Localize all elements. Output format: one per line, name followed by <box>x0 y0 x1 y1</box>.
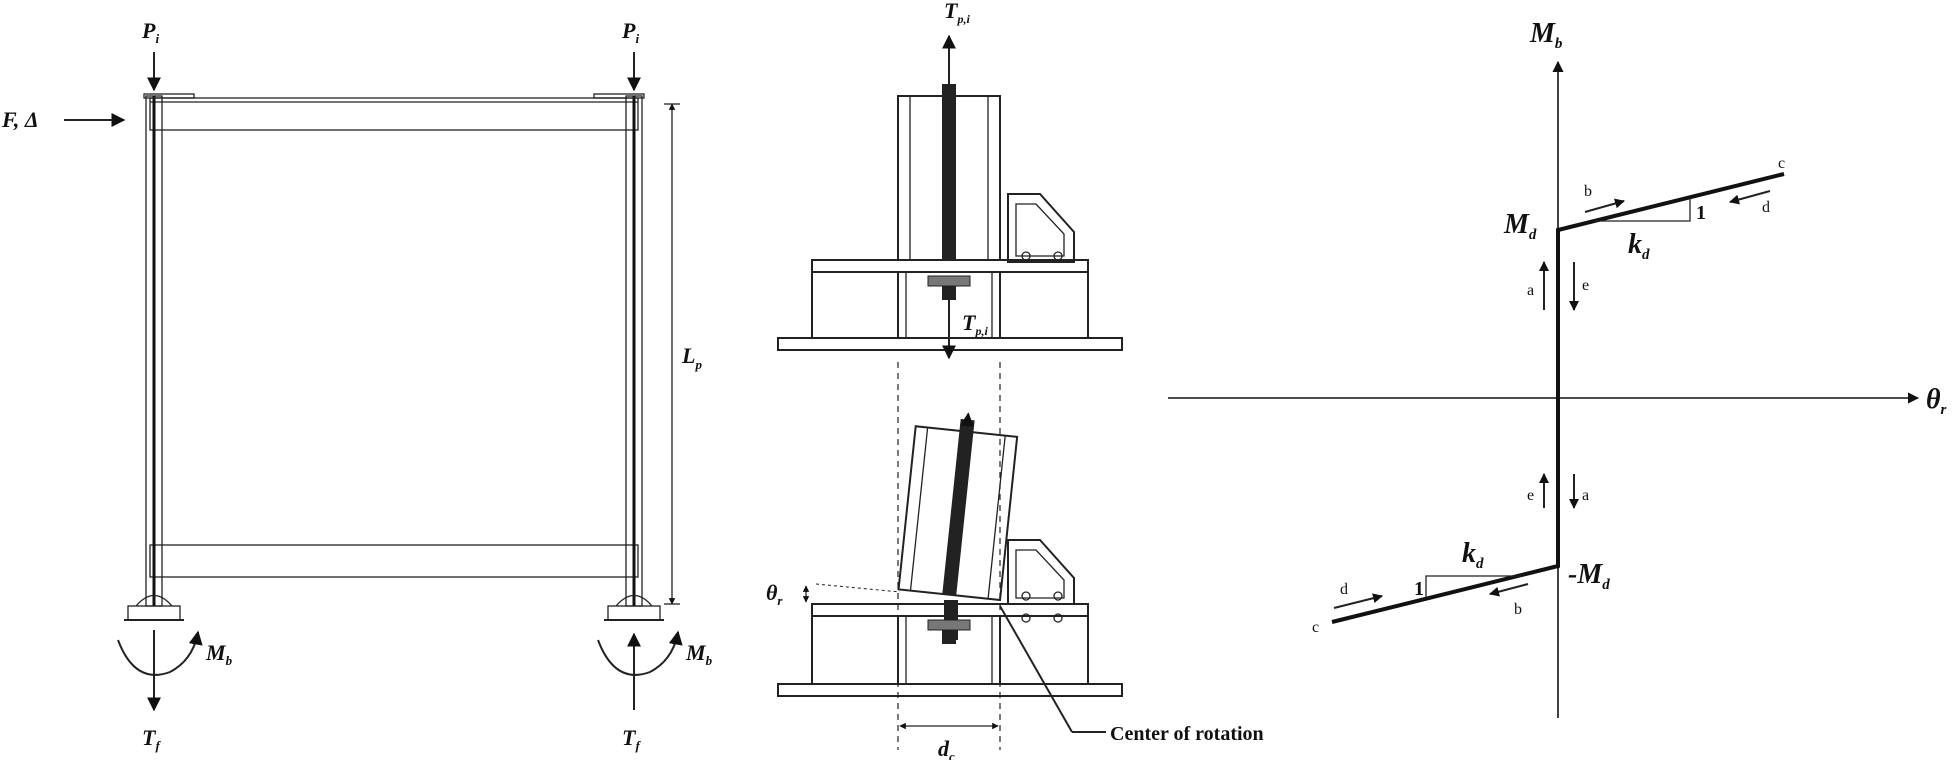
path-label-e-upper: e <box>1582 277 1589 294</box>
path-arrow-b-lower <box>1489 583 1529 597</box>
moment-rotation-graph: Mb θr 1 1 kd kd Md -Md b c d a e e a b d… <box>1168 18 1947 718</box>
right-load-label: Pi <box>621 18 639 46</box>
path-label-d-lower: d <box>1340 581 1348 598</box>
anchor-rod-top <box>942 84 956 260</box>
right-tension-label: Tf <box>622 725 641 753</box>
left-base-moment-arrow <box>117 630 203 676</box>
positive-moment-label: Md <box>1503 209 1537 243</box>
rotation-label: θr <box>766 580 783 608</box>
path-label-c-lower: c <box>1312 619 1319 636</box>
portal-frame: Pi Pi F, Δ Lp Mb Mb Tf Tf <box>1 18 713 753</box>
path-label-a-upper: a <box>1527 282 1534 299</box>
y-axis-label: Mb <box>1529 18 1563 52</box>
right-support <box>604 594 664 621</box>
path-label-d-upper: d <box>1762 199 1770 216</box>
path-label-a-lower: a <box>1582 487 1589 504</box>
right-base-moment-arrow <box>597 630 683 676</box>
path-arrow-d-upper <box>1729 190 1771 205</box>
anchor-rod-rotated <box>942 418 975 596</box>
path-label-c-upper: c <box>1778 155 1785 172</box>
gusset-plate-top <box>1007 193 1075 263</box>
left-support <box>124 594 184 621</box>
backbone-curve <box>1331 172 1785 624</box>
left-moment-label: Mb <box>205 640 233 668</box>
path-label-b-lower: b <box>1514 601 1522 618</box>
path-arrow-d-lower <box>1333 593 1383 609</box>
path-label-b-upper: b <box>1584 183 1592 200</box>
lateral-load-label: F, Δ <box>1 107 39 132</box>
left-load-label: Pi <box>141 18 159 46</box>
width-label: dc <box>938 736 955 760</box>
rod-tension-label-top: Tp,i <box>944 0 970 26</box>
height-label: Lp <box>681 343 702 372</box>
bottom-beam <box>149 544 639 578</box>
positive-slope-label: kd <box>1628 229 1650 263</box>
positive-slope-unit: 1 <box>1696 202 1706 224</box>
positive-slope-triangle <box>1594 198 1691 222</box>
x-axis-label: θr <box>1926 384 1947 418</box>
path-arrow-b-upper <box>1584 198 1625 213</box>
gusset-plate-bottom <box>1007 539 1075 605</box>
negative-slope-label: kd <box>1462 538 1484 572</box>
center-of-rotation-label: Center of rotation <box>1110 723 1264 745</box>
top-beam <box>149 97 639 131</box>
connection-detail-bottom: θr Center of rotation dc <box>766 412 1264 760</box>
negative-slope-triangle <box>1425 575 1522 598</box>
rod-tension-label-mid: Tp,i <box>962 310 988 338</box>
negative-slope-unit: 1 <box>1414 578 1424 600</box>
connection-detail-top: Tp,i Tp,i <box>777 0 1123 360</box>
foundation-plate-bottom <box>777 683 1123 697</box>
right-moment-label: Mb <box>685 640 713 668</box>
left-tension-label: Tf <box>142 725 161 753</box>
center-of-rotation-leader <box>999 605 1073 733</box>
negative-moment-label: -Md <box>1568 559 1610 593</box>
path-label-e-lower: e <box>1527 487 1534 504</box>
